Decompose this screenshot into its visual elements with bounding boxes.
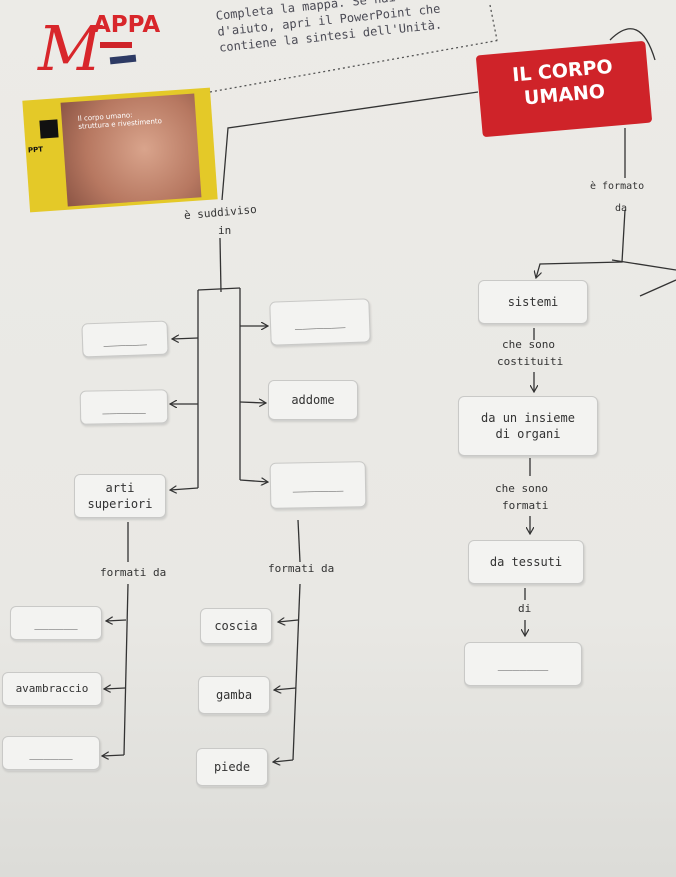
- label-formati-da-arms: formati da: [100, 566, 167, 579]
- box-insieme-organi: da un insieme di organi: [458, 396, 598, 456]
- label-costituiti: costituiti: [497, 355, 564, 368]
- box-arti-superiori: arti superiori: [74, 474, 166, 518]
- box-gamba: gamba: [198, 676, 270, 714]
- label-che-sono-1: che sono: [502, 338, 555, 351]
- blank-box-center-1[interactable]: _______: [269, 298, 371, 346]
- box-sistemi: sistemi: [478, 280, 588, 324]
- blank-box-arm-1[interactable]: ______: [10, 606, 102, 640]
- blank-box-center-3[interactable]: _______: [269, 461, 367, 509]
- insieme-line-2: di organi: [495, 427, 561, 441]
- label-formato: è formato: [590, 181, 645, 192]
- box-da-tessuti: da tessuti: [468, 540, 584, 584]
- label-da: da: [615, 203, 628, 214]
- box-piede: piede: [196, 748, 268, 786]
- blank-box-left-1[interactable]: ______: [81, 320, 169, 358]
- box-coscia: coscia: [200, 608, 272, 644]
- blank-box-right-4[interactable]: _______: [464, 642, 582, 686]
- label-che-sono-2: che sono: [495, 482, 548, 495]
- box-addome: addome: [268, 380, 358, 420]
- arti-line-1: arti: [105, 480, 135, 495]
- box-avambraccio: avambraccio: [2, 672, 102, 706]
- insieme-line-1: da un insieme: [481, 410, 575, 425]
- logo-letter: M: [38, 12, 102, 85]
- arti-line-2: superiori: [87, 497, 153, 511]
- logo-text: APPA: [93, 12, 161, 38]
- blank-box-left-2[interactable]: ______: [79, 389, 169, 425]
- label-formati: formati: [502, 499, 549, 512]
- label-formati-da-legs: formati da: [268, 562, 335, 575]
- label-in: in: [218, 224, 232, 237]
- blank-box-arm-3[interactable]: ______: [2, 736, 100, 770]
- label-di: di: [518, 602, 532, 615]
- logo-bar: [100, 42, 132, 48]
